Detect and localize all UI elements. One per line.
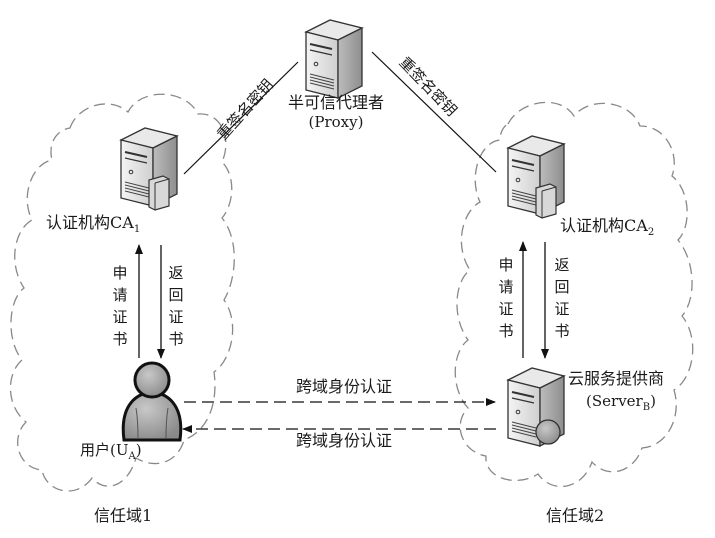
ca2-return-char: 返 (554, 256, 570, 274)
ca2-server-icon (507, 135, 565, 219)
ca2-request-char: 书 (498, 322, 514, 340)
user-icon (121, 361, 183, 442)
ca2-request-char: 请 (498, 278, 514, 296)
cloud-server-sublabel: (ServerB) (566, 392, 676, 413)
ca1-server-icon (120, 127, 178, 211)
ca2-request-char: 申 (498, 256, 514, 274)
ca2-request-label: 申 请 证 书 (497, 254, 515, 342)
ca1-request-char: 证 (112, 308, 128, 326)
trust-domain-1-cloud (9, 93, 235, 492)
user-label-subscript: A (128, 451, 136, 462)
ca1-request-char: 请 (112, 286, 128, 304)
trust-domain-2-label: 信任域2 (546, 506, 605, 525)
proxy-server-icon (305, 19, 363, 99)
ca1-request-char: 书 (112, 330, 128, 348)
cloud-server-sublabel-subscript: B (642, 402, 651, 413)
ca2-label: 认证机构CA2 (560, 216, 655, 239)
cloud-server-sublabel-text: (Server (586, 392, 643, 410)
user-label: 用户(UA) (80, 441, 142, 462)
ca1-request-char: 申 (112, 264, 128, 282)
cloud-server-sublabel-suffix: ) (650, 392, 656, 410)
ca1-return-char: 返 (168, 264, 184, 282)
cross-auth-label-bottom: 跨域身份认证 (296, 431, 393, 450)
ca2-return-label: 返 回 证 书 (553, 254, 571, 342)
ca1-label-subscript: 1 (133, 224, 141, 235)
cloud-server-icon (507, 367, 565, 447)
ca2-request-char: 证 (498, 300, 514, 318)
proxy-sublabel: (Proxy) (308, 113, 364, 131)
cloud-server-label: 云服务提供商 (567, 369, 664, 388)
ca1-return-char: 书 (168, 330, 184, 348)
proxy-label: 半可信代理者 (287, 93, 384, 112)
user-label-text: 用户(U (80, 441, 129, 459)
ca1-request-label: 申 请 证 书 (111, 262, 129, 350)
ca2-return-char: 书 (554, 322, 570, 340)
ca2-return-char: 证 (554, 300, 570, 318)
trust-domain-1-label: 信任域1 (94, 506, 153, 525)
ca2-label-text: 认证机构CA (560, 216, 648, 235)
ca2-label-subscript: 2 (647, 227, 655, 238)
trust-domain-2-cloud (454, 101, 694, 488)
cross-auth-label-top: 跨域身份认证 (296, 377, 393, 396)
edge-proxy-ca2 (371, 51, 497, 173)
ca2-return-char: 回 (554, 278, 570, 296)
ca1-return-char: 回 (168, 286, 184, 304)
ca1-return-char: 证 (168, 308, 184, 326)
ca1-return-label: 返 回 证 书 (167, 262, 185, 350)
user-label-suffix: ) (135, 441, 142, 459)
edge-proxy-ca1 (183, 61, 299, 175)
ca1-label-text: 认证机构CA (46, 213, 134, 232)
ca1-label: 认证机构CA1 (46, 213, 141, 236)
